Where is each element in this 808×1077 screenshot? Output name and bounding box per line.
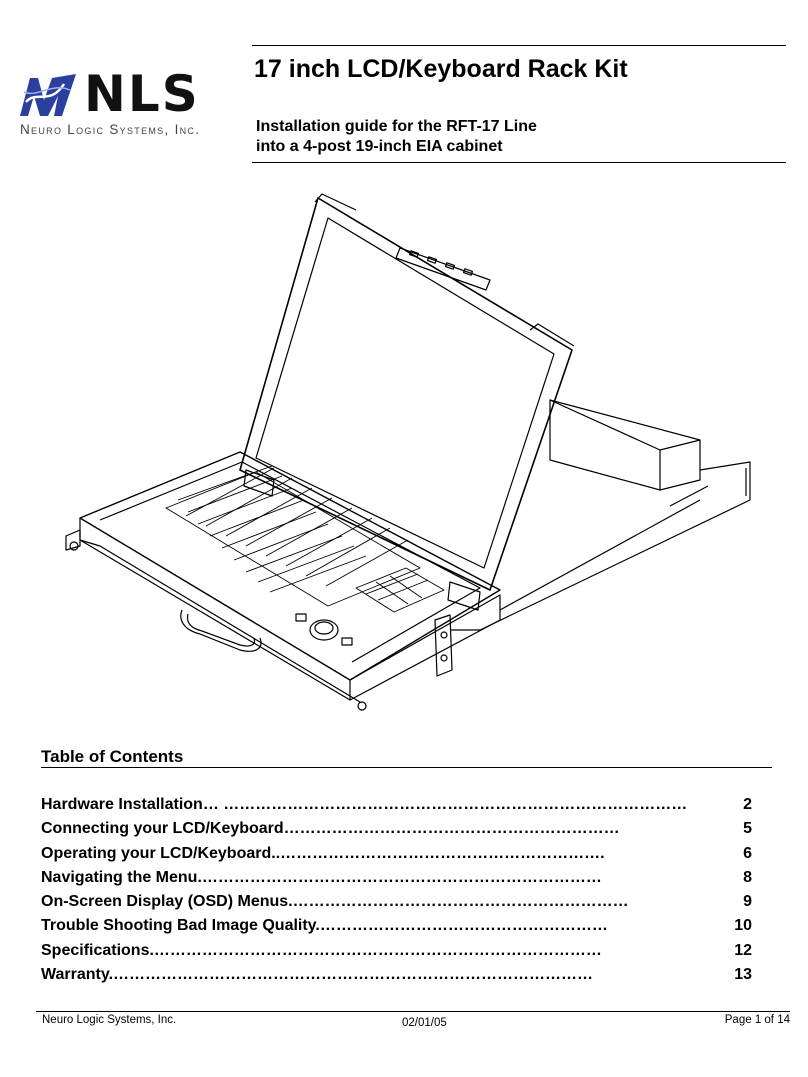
toc-entry-osd-menus[interactable]: On-Screen Display (OSD) Menus.……………………………: [41, 893, 766, 917]
toc-heading: Table of Contents: [41, 747, 184, 766]
footer-rule: [36, 1011, 790, 1012]
toc-entry-warranty[interactable]: Warranty.……………………………………………………………………………… …: [41, 966, 766, 990]
toc-entry-hardware-installation[interactable]: Hardware Installation… ………………………………………………: [41, 796, 766, 820]
logo-wordmark: NLS: [84, 65, 200, 123]
toc-entry-navigating-menu[interactable]: Navigating the Menu.………………………………………………………: [41, 869, 766, 893]
toc-entry-label: Warranty.………………………………………………………………………………: [41, 966, 594, 984]
toc-entry-page: 10: [734, 917, 752, 935]
toc-entry-operating[interactable]: Operating your LCD/Keyboard..………………………………: [41, 845, 766, 869]
footer-company: Neuro Logic Systems, Inc.: [42, 1014, 177, 1026]
footer-date: 02/01/05: [402, 1017, 447, 1029]
toc-entry-label: Trouble Shooting Bad Image Quality.………………: [41, 917, 608, 935]
document-subtitle: Installation guide for the RFT-17 Line i…: [256, 117, 537, 157]
lcd-keyboard-drawer-illustration: [65, 193, 751, 711]
toc-rule: [41, 767, 772, 768]
toc-entry-label: Connecting your LCD/Keyboard…………………………………: [41, 820, 620, 838]
logo-company-name: Neuro Logic Systems, Inc.: [20, 122, 201, 137]
toc-entry-page: 5: [743, 820, 752, 838]
header-bottom-rule: [252, 162, 786, 163]
toc-entry-page: 13: [734, 966, 752, 984]
nls-logo-mark-icon: [20, 74, 76, 116]
header-top-rule: [252, 45, 786, 46]
toc-list: Hardware Installation… ………………………………………………: [41, 796, 766, 990]
toc-entry-page: 6: [743, 844, 752, 862]
toc-entry-label: On-Screen Display (OSD) Menus.……………………………: [41, 893, 629, 911]
toc-entry-connecting[interactable]: Connecting your LCD/Keyboard…………………………………: [41, 820, 766, 844]
toc-entry-label: Specifications.……………………………………………………………………: [41, 941, 602, 959]
subtitle-line-1: Installation guide for the RFT-17 Line: [256, 118, 537, 135]
toc-entry-specifications[interactable]: Specifications.……………………………………………………………………: [41, 942, 766, 966]
toc-entry-label: Hardware Installation… ………………………………………………: [41, 796, 688, 813]
toc-entry-page: 2: [743, 796, 752, 813]
footer-page-number: Page 1 of 14: [724, 1014, 790, 1026]
toc-entry-label: Operating your LCD/Keyboard..………………………………: [41, 844, 605, 862]
document-title: 17 inch LCD/Keyboard Rack Kit: [254, 55, 628, 83]
company-logo: NLS Neuro Logic Systems, Inc.: [18, 66, 240, 142]
toc-entry-trouble-shooting[interactable]: Trouble Shooting Bad Image Quality.………………: [41, 917, 766, 941]
toc-entry-label: Navigating the Menu.………………………………………………………: [41, 868, 602, 886]
toc-entry-page: 9: [743, 893, 752, 911]
subtitle-line-2: into a 4-post 19-inch EIA cabinet: [256, 138, 503, 155]
toc-entry-page: 12: [734, 941, 752, 959]
toc-entry-page: 8: [743, 868, 752, 886]
